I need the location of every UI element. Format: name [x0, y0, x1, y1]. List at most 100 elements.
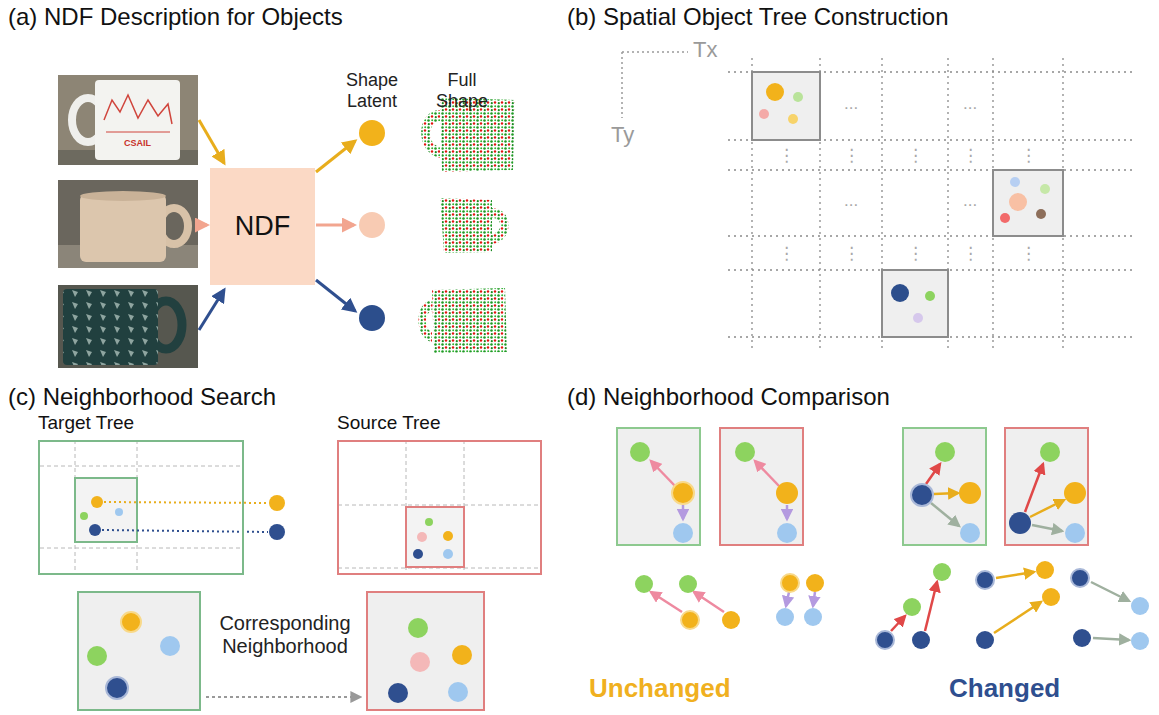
- tree-grid: [40, 466, 243, 467]
- tree-heading: Source Tree: [337, 412, 542, 434]
- object-dot: [115, 508, 123, 516]
- mug-photo: [58, 285, 198, 368]
- point-cloud: [432, 288, 507, 353]
- flow-arrow: [199, 224, 207, 227]
- object-dot: [804, 608, 822, 626]
- object-dot: [1040, 442, 1060, 462]
- axis-caption: Full Shape: [431, 70, 493, 111]
- object-dot: [1073, 629, 1091, 647]
- mug-photo: [58, 285, 198, 368]
- ellipsis: ⋮: [961, 147, 980, 164]
- object-dot: [1010, 177, 1020, 187]
- object-dot: [1042, 588, 1060, 606]
- flow-arrow: [199, 120, 224, 163]
- flow-arrow: [316, 224, 354, 227]
- ellipsis: ...: [843, 95, 859, 112]
- object-dot: [976, 631, 994, 649]
- relation-arrow: [1030, 500, 1064, 517]
- object-dot: [681, 611, 699, 629]
- point-cloud: [419, 98, 516, 353]
- object-dot: [759, 109, 769, 119]
- panel-title: (a) NDF Description for Objects: [8, 3, 343, 31]
- relation-arrow: [926, 464, 940, 484]
- neighborhood-square: [617, 428, 700, 545]
- panel-title: (b) Spatial Object Tree Construction: [567, 3, 949, 31]
- grid-line: [728, 169, 1135, 170]
- object-dot: [1040, 184, 1050, 194]
- object-dot: [1036, 561, 1054, 579]
- ellipsis: ⋮: [842, 147, 861, 164]
- object-dot: [891, 284, 909, 302]
- object-dot: [793, 92, 803, 102]
- object-dot: [1071, 569, 1089, 587]
- relation-arrow: [813, 592, 815, 606]
- object-dot: [106, 677, 128, 699]
- object-dot: [735, 442, 755, 462]
- neighborhood-box: [75, 478, 137, 542]
- relation-arrow: [786, 592, 789, 606]
- mug-photo: [80, 191, 166, 201]
- object-dot: [876, 631, 894, 649]
- object-dot: [87, 646, 107, 666]
- object-dot: [911, 484, 933, 506]
- mug-photo: [106, 132, 170, 133]
- object-dot: [417, 532, 427, 542]
- shape-latent: [359, 305, 385, 331]
- shape-latent: [359, 120, 385, 331]
- ellipsis: ⋮: [1019, 245, 1038, 262]
- object-dot: [80, 495, 453, 559]
- object-dot: [959, 482, 981, 504]
- object-dot: [1131, 632, 1149, 650]
- object-dot: [388, 683, 408, 703]
- grid-line: [728, 58, 1135, 348]
- object-dot: [269, 495, 285, 511]
- object-dot: [679, 575, 697, 593]
- object-dot: [1036, 209, 1046, 219]
- object-dot: [925, 291, 935, 301]
- tree-outline: [337, 440, 542, 575]
- axis-label: Ty: [611, 122, 634, 147]
- tree-box: Target Tree: [38, 412, 244, 575]
- point-cloud: [419, 300, 433, 342]
- object-dot: [976, 571, 994, 589]
- mug-photo: [58, 75, 198, 165]
- object-dot: [776, 482, 798, 504]
- relation-arrow: [1025, 464, 1043, 512]
- mug-photo: [58, 75, 198, 165]
- object-dot: [912, 631, 930, 649]
- tree-heading: Target Tree: [38, 412, 244, 434]
- tree-outline: [38, 440, 244, 575]
- neighborhood-square: [78, 592, 484, 710]
- object-dot: [80, 512, 88, 520]
- ellipsis: ⋮: [906, 147, 925, 164]
- object-dot: [91, 496, 103, 508]
- mug-photo: [58, 180, 198, 268]
- relation-arrow: [651, 461, 1129, 640]
- relation-arrow: [891, 616, 905, 631]
- neighborhood-box: [406, 507, 464, 567]
- object-dot: [443, 531, 453, 541]
- relation-arrow: [925, 582, 937, 631]
- relation-arrow: [994, 602, 1041, 633]
- grid-cell: [882, 270, 948, 337]
- ellipsis: ...: [962, 192, 978, 209]
- flow-arrow: [316, 280, 355, 311]
- ellipsis: ⋮: [777, 147, 796, 164]
- object-dot: [722, 611, 740, 629]
- shape-latent: [359, 120, 385, 146]
- object-dot: [933, 563, 951, 581]
- axis-caption: Shape Latent: [332, 70, 412, 111]
- object-dot: [425, 518, 433, 526]
- box-label: NDF: [235, 211, 291, 242]
- process-box: NDF: [210, 168, 315, 285]
- relation-arrow: [651, 461, 676, 487]
- object-dot: [160, 636, 180, 656]
- object-dot: [410, 652, 430, 672]
- grid-cell: [993, 170, 1063, 236]
- result-label: Unchanged: [589, 674, 731, 704]
- correspondence-arrow: [206, 696, 360, 698]
- ellipsis: ⋮: [906, 245, 925, 262]
- point-cloud: [421, 110, 440, 158]
- shape-latent: [359, 212, 385, 238]
